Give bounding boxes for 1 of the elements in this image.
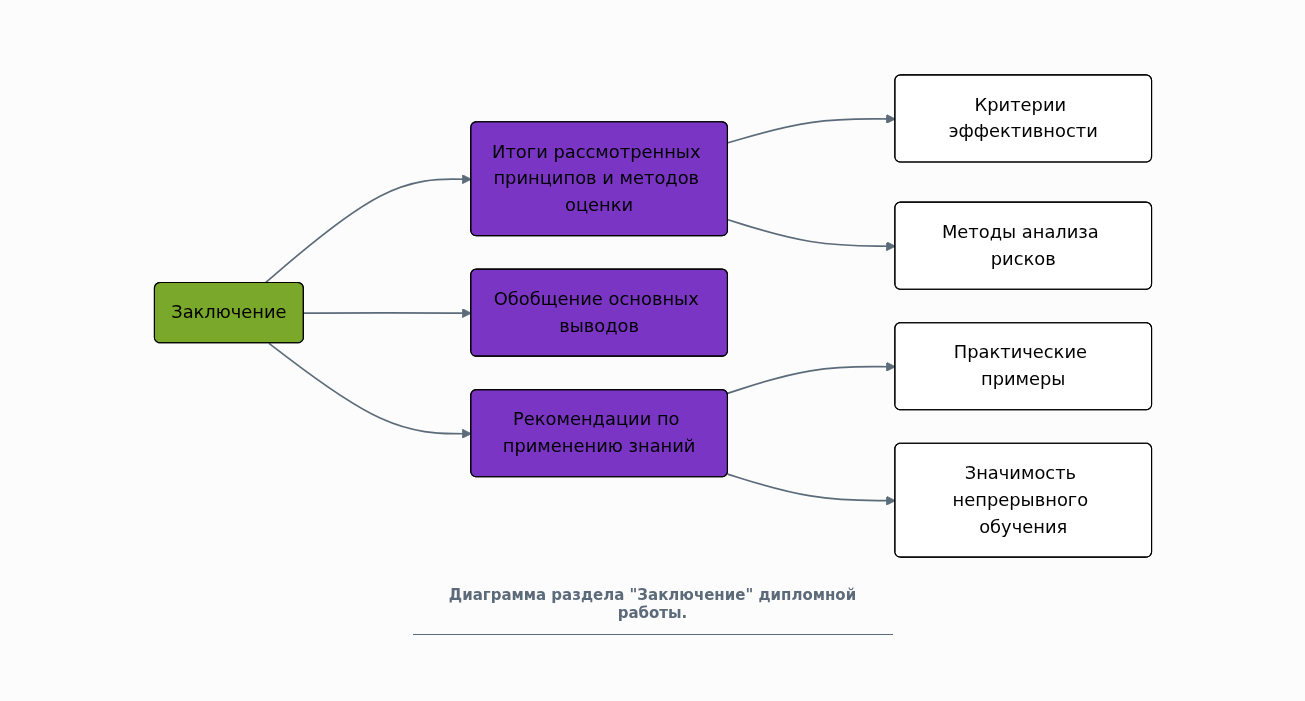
caption: Диаграмма раздела "Заключение" дипломной работы.	[412, 586, 893, 635]
